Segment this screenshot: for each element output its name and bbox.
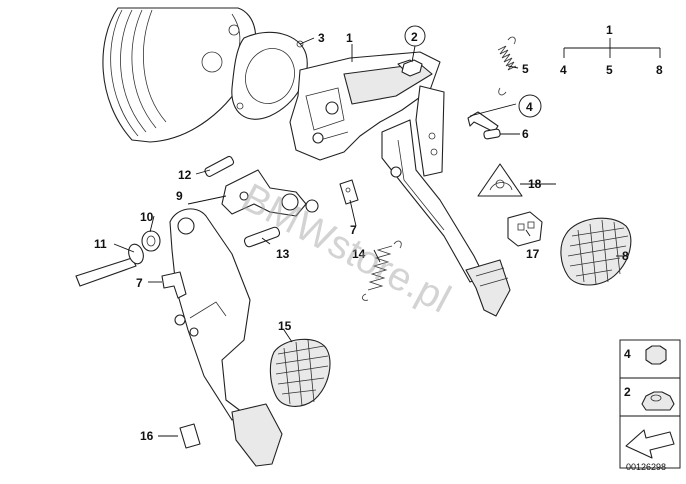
gasket-3 [231,31,308,120]
callout-12: 12 [178,168,192,182]
callout-18: 18 [528,177,542,191]
nut-2 [401,59,423,77]
tree-child-label: 4 [560,63,567,77]
callout-16: 16 [140,429,154,443]
callout-5: 5 [522,62,529,76]
callout-7-lower: 7 [136,276,143,290]
callout-15: 15 [278,319,292,333]
clip-7-upper [339,179,359,205]
stop-clip-16 [179,423,201,449]
callout-2: 2 [411,30,418,44]
inset-label-4: 4 [624,347,631,361]
return-spring-5 [497,36,517,96]
linkage-9 [221,169,319,217]
direction-arrow-icon [625,429,675,459]
bolt-12 [204,155,235,177]
bushing-10 [141,230,161,252]
clip-7-lower [161,271,187,299]
tree-root-label: 1 [606,23,613,37]
inset-label-2: 2 [624,385,631,399]
pedal-pad-15 [269,338,331,407]
cap-nut-icon [645,345,667,365]
callout-9: 9 [176,189,183,203]
flange-nut-icon [641,391,675,411]
pin-13 [243,226,281,248]
tension-spring-14 [362,240,402,301]
leader-lines [113,37,628,437]
part-tree-key: 1 4 5 8 [560,23,663,77]
catalog-code: 00126298 [626,462,666,472]
callout-circle-4 [518,94,542,118]
callout-7-upper: 7 [350,223,357,237]
callout-3: 3 [318,31,325,45]
pedal-pad-8 [560,217,632,286]
warning-triangle-icon [477,163,523,197]
callout-circle-2 [404,25,426,47]
callout-11: 11 [94,237,107,251]
callout-8: 8 [622,249,629,263]
switch-17 [507,211,543,247]
callout-6: 6 [522,127,529,141]
brake-booster [102,7,257,143]
pivot-bolt-11 [75,243,144,287]
inset-parts-panel: 4 2 00126298 [619,339,681,472]
brake-pedal-arm [381,119,511,317]
callout-10: 10 [140,210,154,224]
callout-4: 4 [526,100,533,114]
callout-13: 13 [276,247,290,261]
callouts: 1 2 3 4 5 6 7 7 8 9 10 11 12 13 14 15 16… [94,25,629,443]
tree-child-label: 5 [606,63,613,77]
clutch-pedal-arm [169,208,283,467]
callout-1: 1 [346,31,353,45]
callout-17: 17 [526,247,540,261]
clip-pin-6 [467,111,501,140]
tree-child-label: 8 [656,63,663,77]
callout-14: 14 [352,247,366,261]
